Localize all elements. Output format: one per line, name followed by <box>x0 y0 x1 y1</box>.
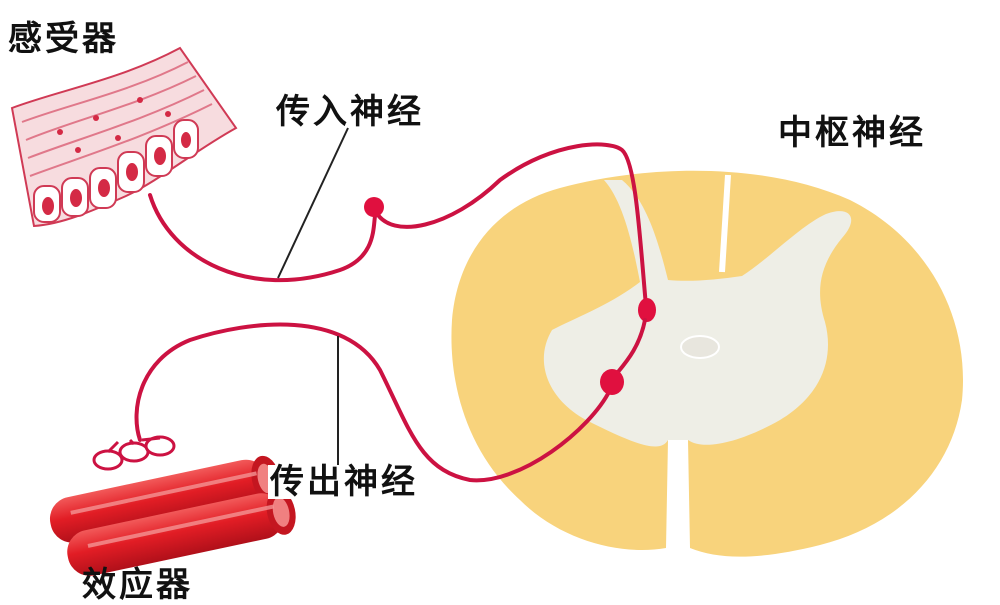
afferent-nerve-label: 传入神经 <box>276 92 424 132</box>
effector-muscle <box>49 435 296 576</box>
dorsal-median-septum <box>719 174 731 273</box>
reflex-arc-diagram <box>10 46 964 576</box>
receptor-label: 感受器 <box>8 19 119 59</box>
motor-neuron-cell <box>600 369 624 395</box>
effector-label: 效应器 <box>82 565 193 605</box>
central-canal <box>680 335 720 359</box>
efferent-nerve-label: 传出神经 <box>268 462 420 502</box>
interneuron-fiber <box>616 318 647 374</box>
receptor-tissue <box>10 46 238 228</box>
efferent-nerve-fiber <box>134 322 612 483</box>
spinal-cord <box>451 170 964 557</box>
afferent-leader-line <box>277 127 349 279</box>
afferent-nerve-fiber <box>148 142 648 308</box>
central-nerve-label: 中枢神经 <box>778 113 926 153</box>
afferent-terminal <box>638 298 656 322</box>
afferent-ganglion-cell <box>364 197 384 217</box>
